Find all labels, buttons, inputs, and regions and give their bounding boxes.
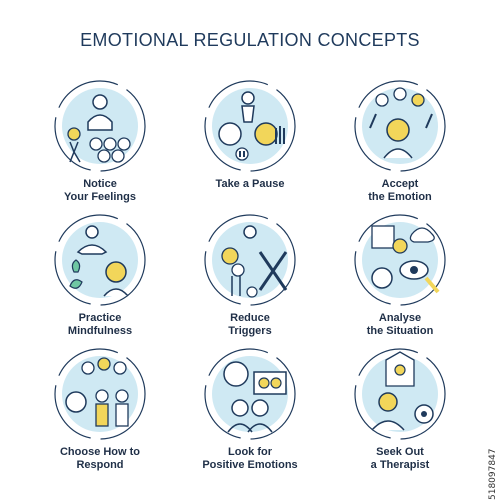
therapist-icon [354,348,446,440]
concept-label: Analyse the Situation [366,312,434,337]
concept-label: Look for Positive Emotions [202,446,298,471]
mindfulness-lotus-icon [54,214,146,306]
feelings-faces-icon [54,80,146,172]
concept-accept-emotion: Accept the Emotion [335,78,465,204]
concept-seek-therapist: Seek Out a Therapist [335,346,465,472]
concept-label: Reduce Triggers [228,312,272,337]
page-title: EMOTIONAL REGULATION CONCEPTS [80,30,420,50]
analyse-eye-icon [354,214,446,306]
concept-label: Practice Mindfulness [67,312,133,337]
positive-emotions-icon [204,348,296,440]
concept-notice-feelings: Notice Your Feelings [35,78,165,204]
concept-label: Accept the Emotion [368,178,432,203]
choose-respond-icon [54,348,146,440]
concept-label: Choose How to Respond [59,446,141,471]
concept-label: Take a Pause [215,178,285,190]
concept-label: Notice Your Feelings [64,178,136,203]
meditation-stop-icon [204,80,296,172]
concept-take-pause: Take a Pause [185,78,315,191]
side-stock-id: 518097847 [488,448,498,500]
reduce-triggers-icon [204,214,296,306]
concept-choose-respond: Choose How to Respond [35,346,165,472]
concept-analyse-situation: Analyse the Situation [335,212,465,338]
concept-label: Seek Out a Therapist [370,446,430,471]
concept-positive-emotions: Look for Positive Emotions [185,346,315,472]
concept-reduce-triggers: Reduce Triggers [185,212,315,338]
concept-practice-mindfulness: Practice Mindfulness [35,212,165,338]
accept-hands-icon [354,80,446,172]
